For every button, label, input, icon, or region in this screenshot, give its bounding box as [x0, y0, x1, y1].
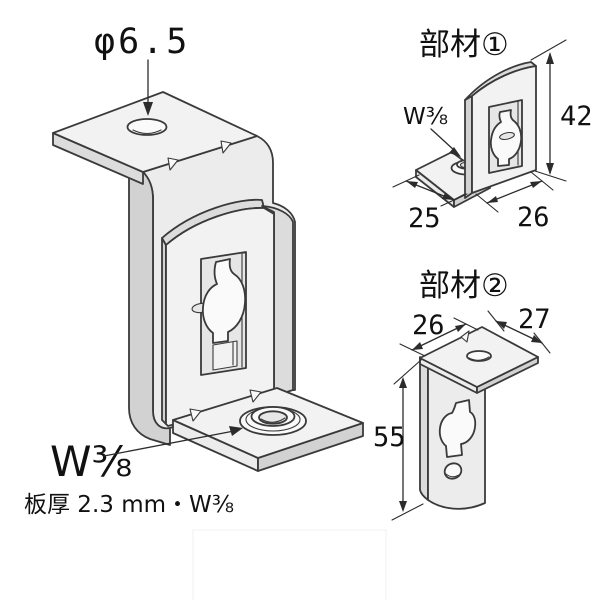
arrowhead-icon: [496, 321, 507, 329]
top-hole: [126, 118, 168, 136]
arrowhead-icon: [546, 163, 554, 175]
part2-title: 部材②: [419, 268, 509, 304]
notch-icon: [220, 140, 232, 154]
thread-label: W⅜: [50, 437, 132, 486]
arrowhead-icon: [455, 324, 466, 332]
cam-lug: [201, 258, 247, 344]
ext-line: [393, 359, 422, 385]
p2-hole-depth: [445, 473, 460, 478]
bore-depth: [260, 417, 286, 423]
p2-top-hole-depth: [468, 356, 490, 361]
lower-slot: [212, 340, 238, 371]
ext-line: [391, 503, 424, 521]
keyhole-cutout: [191, 251, 247, 376]
arrowhead-icon: [531, 335, 542, 343]
p2-plate-left-strip: [419, 356, 429, 501]
p2-keyhole-cutout: [438, 399, 477, 480]
p2-top-hole: [466, 350, 492, 362]
arrowhead-icon: [442, 193, 454, 200]
part1-view: 部材① W⅜ 42: [392, 27, 593, 234]
notch-icon: [249, 389, 262, 403]
p2-depth-value: 27: [518, 304, 551, 335]
thread-leader-line: [103, 430, 235, 457]
notch-icon: [167, 157, 179, 171]
p2-small-hole: [443, 462, 463, 480]
part2-view: 部材② 26 27 55: [373, 268, 551, 521]
p2-height-value: 55: [373, 422, 406, 453]
p1-width-value: 26: [517, 202, 550, 233]
spec-note: 板厚 2.3 mm・W⅜: [24, 492, 234, 518]
ext-line: [534, 170, 567, 182]
arrowhead-icon: [449, 147, 461, 157]
p1-keyhole-cutout: [488, 99, 523, 174]
p1-thread-leader: [430, 128, 456, 152]
p1-depth-value: 25: [408, 203, 441, 234]
p1-thread-label: W⅜: [403, 104, 448, 130]
watermark-box: [192, 529, 387, 600]
arrowhead-icon: [399, 501, 407, 512]
arrowhead-icon: [487, 196, 498, 203]
notch-icon: [460, 330, 470, 343]
p1-height-value: 42: [560, 101, 593, 132]
arrowhead-icon: [530, 181, 542, 188]
arrowhead-icon: [229, 426, 243, 436]
p1-slot: [499, 131, 515, 141]
main-bracket-view: φ6.5 W⅜ 板厚 2.3 mm・W⅜: [24, 22, 364, 518]
arrowhead-icon: [412, 342, 423, 350]
arrowhead-icon: [406, 181, 418, 188]
arrowhead-icon: [399, 377, 407, 388]
embossed-hole: [239, 406, 307, 436]
ext-line: [530, 39, 567, 61]
notch-icon: [189, 408, 202, 422]
part1-title: 部材①: [419, 27, 509, 63]
p1-arch-left-strip: [464, 95, 473, 199]
top-hole-depth: [132, 129, 162, 135]
p2-cam-opening: [438, 399, 477, 458]
hole-diameter-label: φ6.5: [94, 22, 190, 62]
p2-width-value: 26: [412, 310, 445, 341]
arrowhead-icon: [546, 52, 554, 64]
arrowhead-icon: [143, 102, 153, 116]
